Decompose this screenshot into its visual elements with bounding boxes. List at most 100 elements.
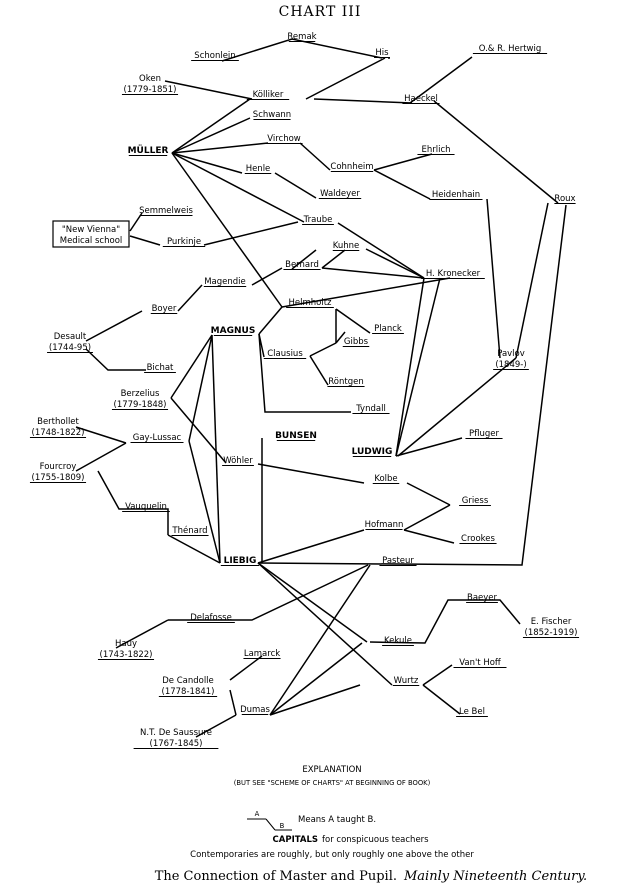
node-gibbs: Gibbs <box>342 337 370 347</box>
node-kolliker: Kölliker <box>246 90 290 100</box>
link-59 <box>257 562 393 686</box>
node-oken: Oken(1779-1851) <box>121 74 179 95</box>
node-dumas: Dumas <box>240 705 270 715</box>
link-7 <box>171 98 251 154</box>
node-semmelweis: Semmelweis <box>139 206 193 216</box>
node-berthollet-dates: (1748-1822) <box>32 428 85 438</box>
node-oken-dates: (1779-1851) <box>124 85 177 95</box>
link-48 <box>75 442 127 472</box>
node-planck: Planck <box>372 324 404 334</box>
node-decandolle: De Candolle(1778-1841) <box>158 676 218 697</box>
link-51 <box>211 334 221 564</box>
node-pavlov-label: Pavlov <box>497 349 525 359</box>
node-liebig: LIEBIG <box>220 556 260 566</box>
link-39 <box>395 277 441 457</box>
node-hauy-label: Hauy <box>115 639 137 649</box>
node-griess-label: Griess <box>462 496 489 506</box>
node-decandolle-dates: (1778-1841) <box>162 687 215 697</box>
node-roux: Roux <box>554 194 576 204</box>
node-pasteur: Pasteur <box>379 556 417 566</box>
node-baeyer-label: Baeyer <box>467 593 498 603</box>
node-lebel: Le Bel <box>456 707 488 717</box>
link-46 <box>188 334 213 442</box>
node-delafosse-label: Delafosse <box>190 613 232 623</box>
node-fourcroy-dates: (1755-1809) <box>32 473 85 483</box>
node-griess: Griess <box>459 496 491 506</box>
link-6 <box>515 202 549 359</box>
link-5 <box>433 100 559 204</box>
node-henle-label: Henle <box>246 164 271 174</box>
node-kekule: Kekule <box>382 636 414 646</box>
node-bernard-label: Bernard <box>285 260 319 270</box>
node-thenard-label: Thénard <box>171 525 207 536</box>
node-desaussure-dates: (1767-1845) <box>150 739 203 749</box>
node-berthollet-label: Berthollet <box>37 417 79 427</box>
node-wohler: Wöhler <box>222 456 254 466</box>
link-57 <box>403 529 455 544</box>
link-12 <box>171 152 283 308</box>
legend-b: B <box>280 822 285 830</box>
node-remak: Remak <box>287 32 317 42</box>
link-68 <box>269 684 361 716</box>
node-magendie: Magendie <box>203 277 247 287</box>
node-hertwig: O.& R. Hertwig <box>472 44 548 54</box>
node-traube: Traube <box>302 215 334 225</box>
node-heidenhain-label: Heidenhain <box>432 190 480 200</box>
link-8 <box>171 117 251 154</box>
node-thenard: Thénard <box>171 525 209 536</box>
capitals-text: for conspicuous teachers <box>322 835 429 845</box>
link-60 <box>257 204 567 566</box>
caption-italic: Mainly Nineteenth Century. <box>403 869 587 884</box>
node-kronecker-label: H. Kronecker <box>426 269 481 279</box>
legend-text: Means A taught B. <box>298 815 376 825</box>
link-11 <box>171 152 305 223</box>
teaching-links <box>75 38 567 738</box>
node-kolbe: Kolbe <box>372 474 400 484</box>
node-hofmann: Hofmann <box>365 520 403 530</box>
node-kekule-label: Kekule <box>384 636 412 646</box>
vienna-sub: Medical school <box>60 236 123 246</box>
node-wurtz: Wurtz <box>392 676 420 686</box>
node-berzelius-label: Berzelius <box>121 389 160 399</box>
link-53 <box>257 463 365 484</box>
node-pavlov-dates: (1849-) <box>495 360 526 370</box>
node-fourcroy-label: Fourcroy <box>40 462 77 472</box>
node-his: His <box>374 48 390 58</box>
link-2 <box>409 56 473 104</box>
link-22 <box>365 248 425 279</box>
node-gibbs-label: Gibbs <box>344 337 369 347</box>
node-haeckel-label: Haeckel <box>404 94 438 104</box>
node-bunsen-label: BUNSEN <box>275 431 317 441</box>
node-crookes: Crookes <box>459 534 497 544</box>
node-planck-label: Planck <box>374 324 402 334</box>
node-virchow: Virchow <box>265 134 303 144</box>
link-38 <box>258 333 351 413</box>
node-fourcroy: Fourcroy(1755-1809) <box>29 462 87 483</box>
node-boyer: Boyer <box>150 304 178 314</box>
node-rontgen: Röntgen <box>327 377 365 387</box>
node-kronecker: H. Kronecker <box>421 269 485 279</box>
node-magnus-label: MAGNUS <box>211 326 256 336</box>
link-1 <box>305 57 390 100</box>
link-50 <box>167 534 221 564</box>
node-ehrlich-label: Ehrlich <box>421 145 450 155</box>
link-21 <box>337 222 425 279</box>
chart-title: CHART III <box>279 4 362 20</box>
link-71 <box>422 684 461 715</box>
node-hauy-dates: (1743-1822) <box>100 650 153 660</box>
node-baeyer: Baeyer <box>466 593 498 603</box>
node-delafosse: Delafosse <box>187 613 235 623</box>
link-33 <box>335 308 371 334</box>
node-berzelius-dates: (1779-1848) <box>114 400 167 410</box>
node-ludwig: LUDWIG <box>352 447 392 457</box>
node-schwann-label: Schwann <box>253 110 291 120</box>
node-desault-dates: (1744-95) <box>49 343 91 353</box>
node-waldeyer: Waldeyer <box>318 189 362 199</box>
vienna-box: "New Vienna" Medical school <box>52 220 130 248</box>
node-oken-label: Oken <box>139 74 161 84</box>
node-pfluger-label: Pfluger <box>469 429 499 439</box>
node-bichat: Bichat <box>144 363 176 373</box>
node-hertwig-label: O.& R. Hertwig <box>479 44 542 54</box>
link-10 <box>171 152 243 174</box>
